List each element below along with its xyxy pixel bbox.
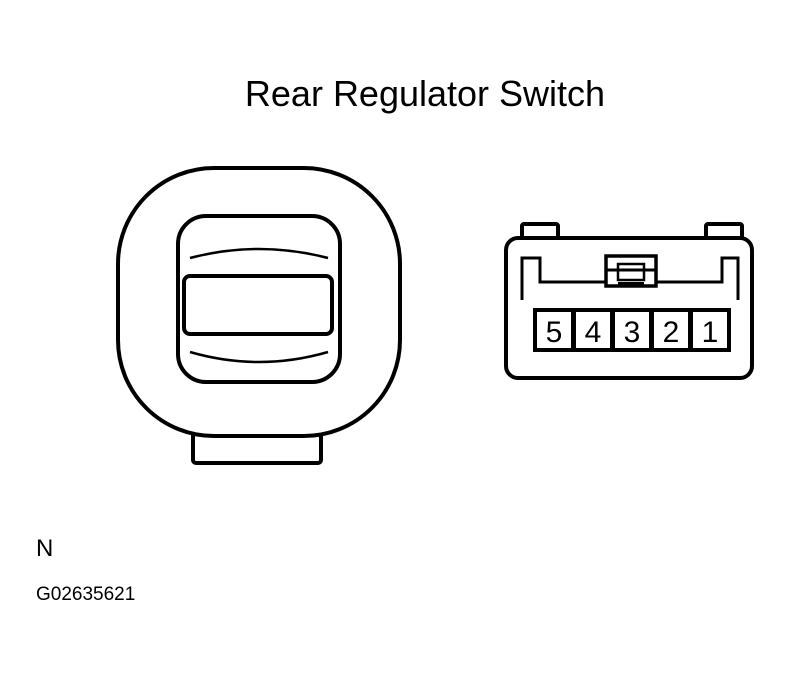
connector-pin-row [533,308,731,352]
switch-bezel-lower-edge [189,350,329,364]
pin-label: 3 [624,316,641,349]
connector-lock-window [616,262,646,282]
switch-rocker-button [182,274,334,336]
connector-marker: N [36,535,53,562]
pin-label: 2 [663,316,680,349]
pin-label: 1 [702,316,719,349]
diagram-title: Rear Regulator Switch [245,73,605,114]
switch-bezel [176,214,342,384]
pin-label: 4 [585,316,602,349]
pin-cavity [689,308,731,352]
connector-view [504,222,754,380]
connector-pin-labels: 5 4 3 2 1 [546,316,719,349]
switch-front-view [116,166,402,465]
connector-inner-wall [520,256,740,300]
switch-housing [116,166,402,438]
pin-label: 5 [546,316,563,349]
switch-bezel-inner-edge [189,247,329,260]
figure-code: G02635621 [36,584,135,605]
